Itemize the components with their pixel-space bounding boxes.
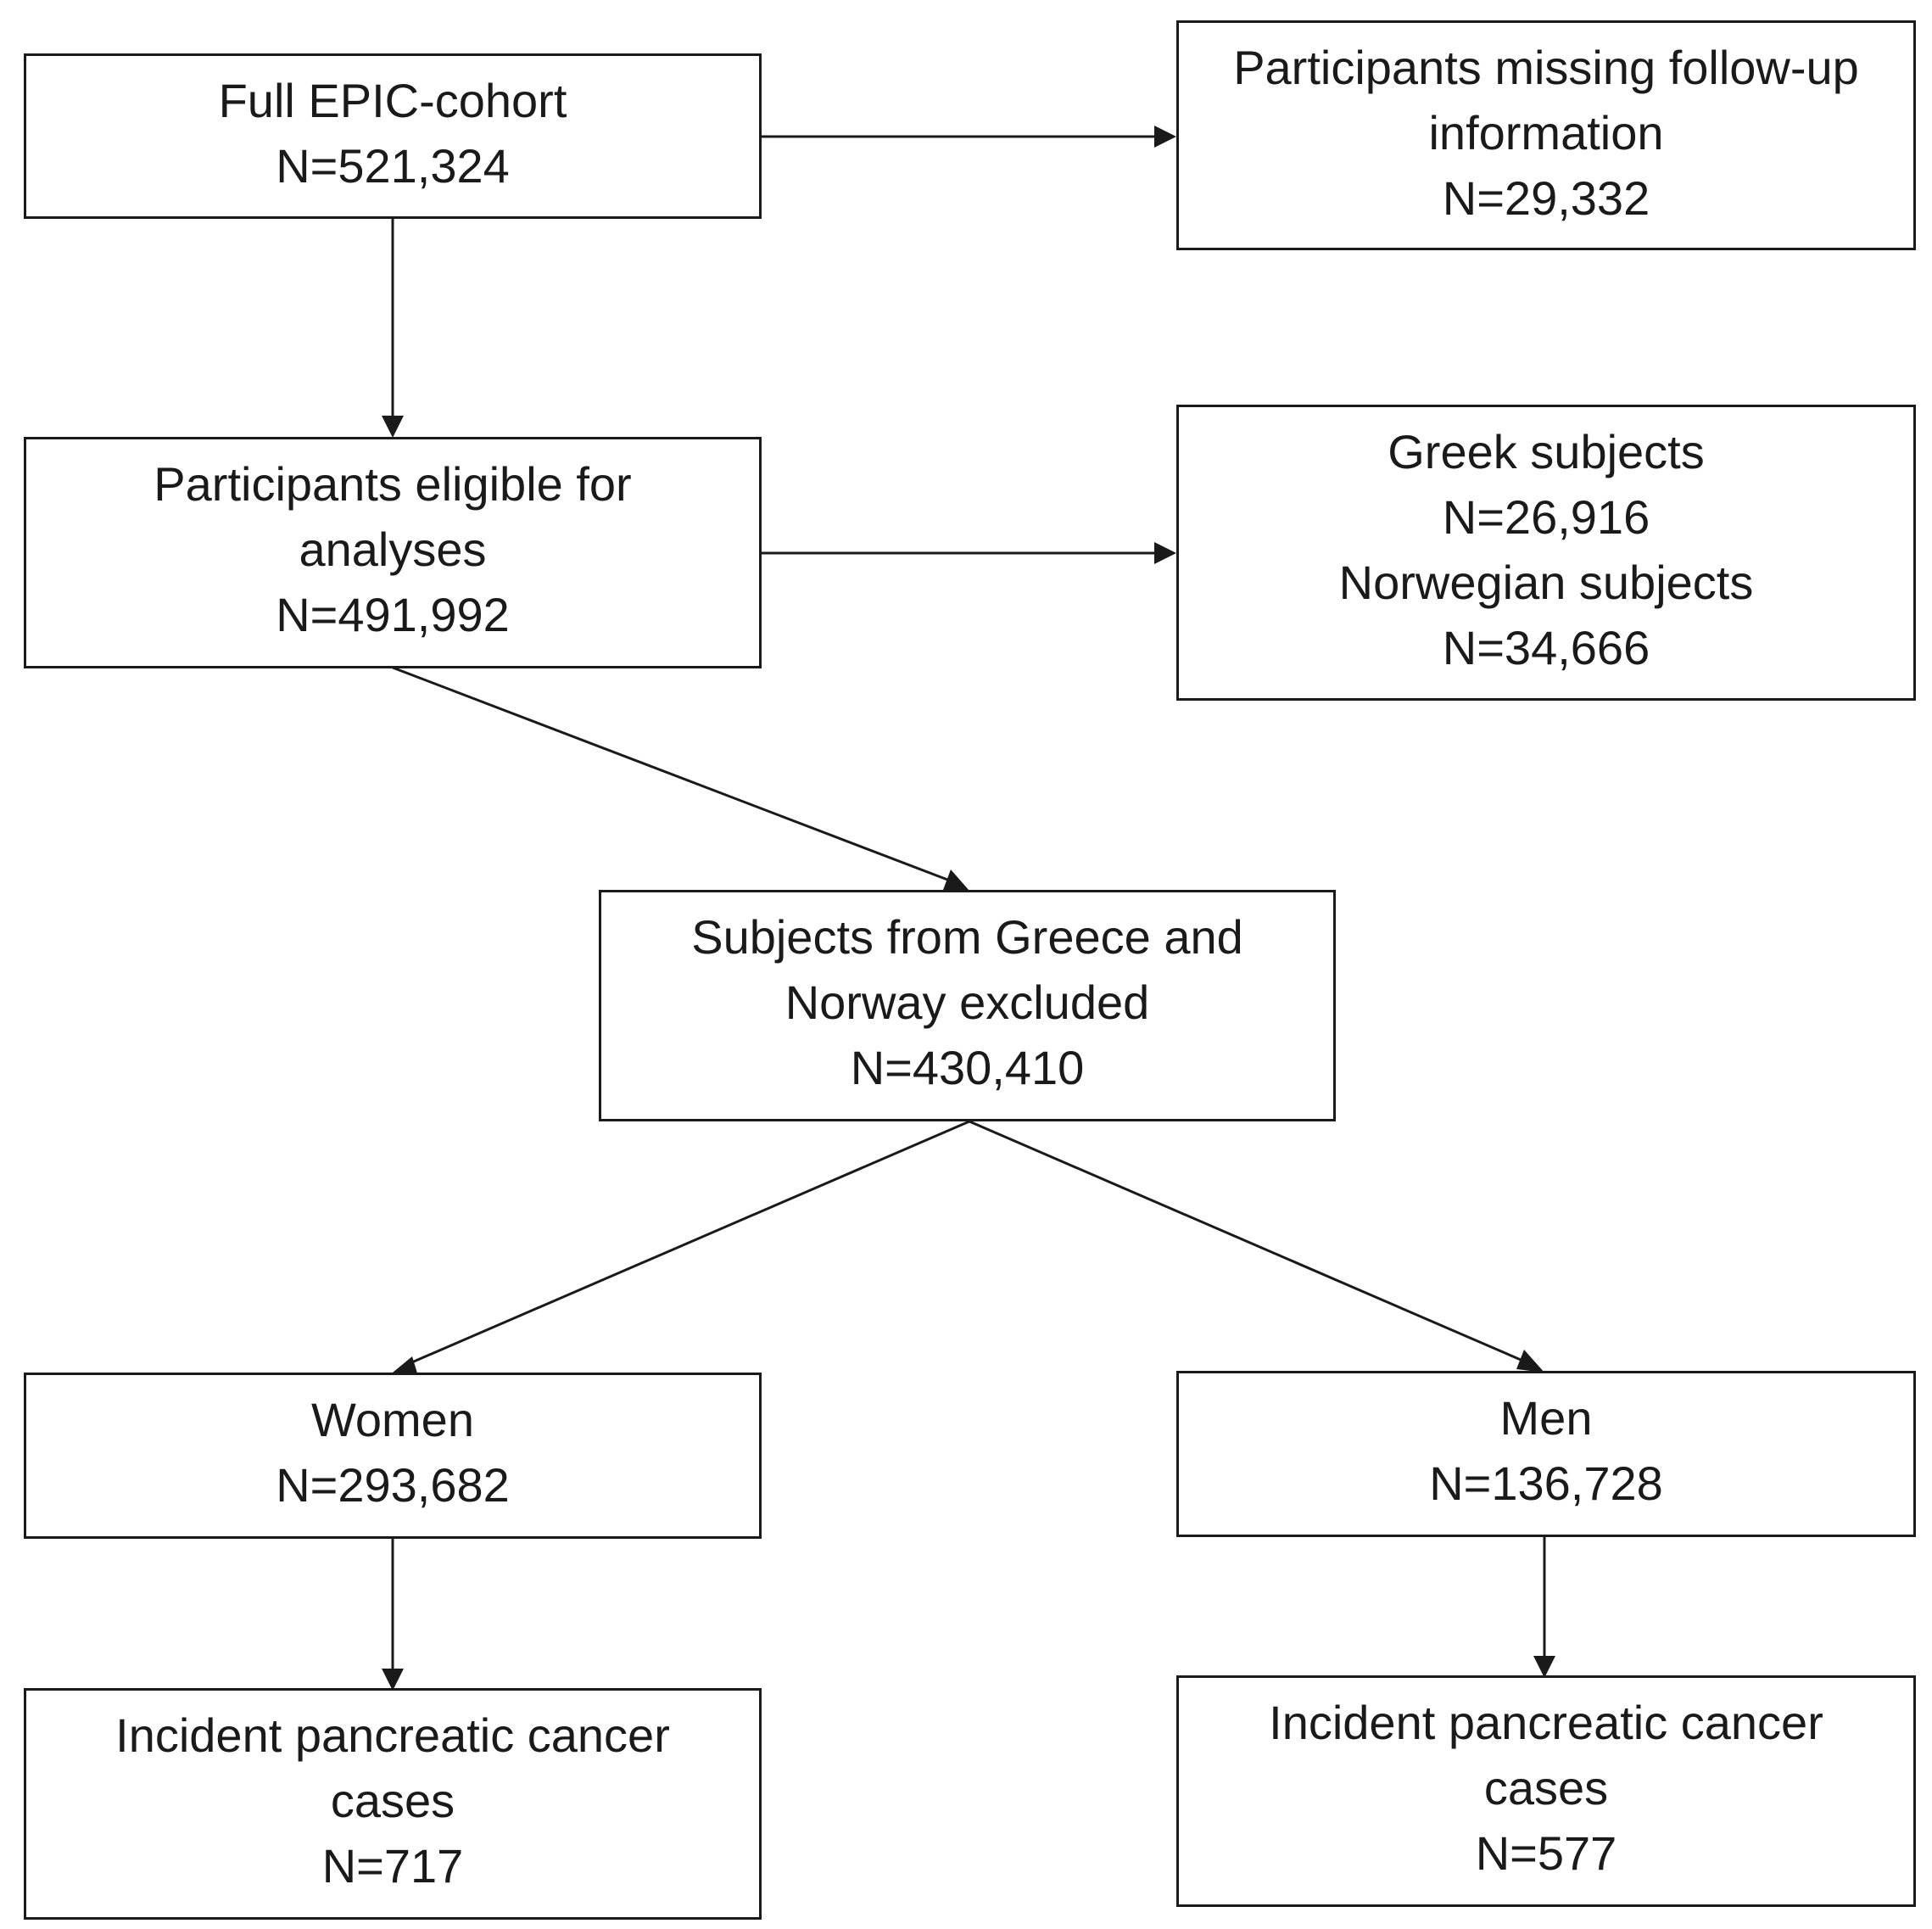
missing-followup-count: N=29,332 [1442, 171, 1650, 225]
missing-followup-box: Participants missing follow-up informati… [1176, 20, 1916, 250]
arrowhead-men-cases [1533, 1656, 1555, 1678]
eligible-count: N=491,992 [276, 588, 510, 641]
women-box: Women N=293,682 [24, 1373, 762, 1539]
women-cases-count: N=717 [321, 1839, 464, 1893]
full-cohort-title: Full EPIC-cohort [218, 74, 567, 127]
arrow-excluded-to-women [407, 1120, 970, 1366]
missing-followup-title-line1: Participants missing follow-up [1233, 41, 1859, 94]
excluded-title-line1: Subjects from Greece and [691, 910, 1243, 964]
women-title: Women [311, 1393, 474, 1446]
men-cases-title-line2: cases [1483, 1761, 1609, 1814]
eligible-box: Participants eligible for analyses N=491… [24, 437, 762, 668]
greek-count: N=26,916 [1442, 490, 1650, 544]
full-cohort-box: Full EPIC-cohort N=521,324 [24, 53, 762, 219]
women-cases-title-line1: Incident pancreatic cancer [115, 1708, 670, 1762]
greek-norwegian-box: Greek subjects N=26,916 Norwegian subjec… [1176, 405, 1916, 701]
arrow-eligible-to-excluded [392, 666, 955, 884]
excluded-title-line2: Norway excluded [785, 976, 1150, 1029]
eligible-title-line1: Participants eligible for [154, 457, 632, 511]
arrowhead-men [1516, 1350, 1544, 1373]
norwegian-count: N=34,666 [1442, 621, 1650, 674]
missing-followup-title-line2: information [1428, 106, 1664, 159]
men-cases-title-line1: Incident pancreatic cancer [1269, 1696, 1823, 1749]
arrow-excluded-to-men [969, 1120, 1527, 1364]
arrowhead-eligible [382, 416, 404, 438]
greek-label: Greek subjects [1388, 425, 1705, 478]
arrowhead-excluded [943, 869, 969, 891]
women-cases-title-line2: cases [330, 1774, 455, 1827]
women-cases-box: Incident pancreatic cancer cases N=717 [24, 1688, 762, 1920]
excluded-box: Subjects from Greece and Norway excluded… [599, 890, 1336, 1121]
women-count: N=293,682 [276, 1458, 510, 1512]
men-box: Men N=136,728 [1176, 1371, 1916, 1537]
men-cases-count: N=577 [1475, 1826, 1617, 1880]
eligible-title-line2: analyses [299, 523, 487, 576]
norwegian-label: Norwegian subjects [1338, 556, 1754, 609]
arrowhead-greek-norwegian [1154, 542, 1176, 564]
men-cases-box: Incident pancreatic cancer cases N=577 [1176, 1675, 1916, 1907]
arrowhead-women [393, 1356, 418, 1376]
full-cohort-count: N=521,324 [276, 139, 510, 193]
men-title: Men [1499, 1391, 1593, 1445]
excluded-count: N=430,410 [850, 1041, 1085, 1094]
arrowhead-women-cases [382, 1669, 404, 1691]
men-count: N=136,728 [1429, 1457, 1663, 1510]
arrowhead-missing [1154, 126, 1176, 148]
